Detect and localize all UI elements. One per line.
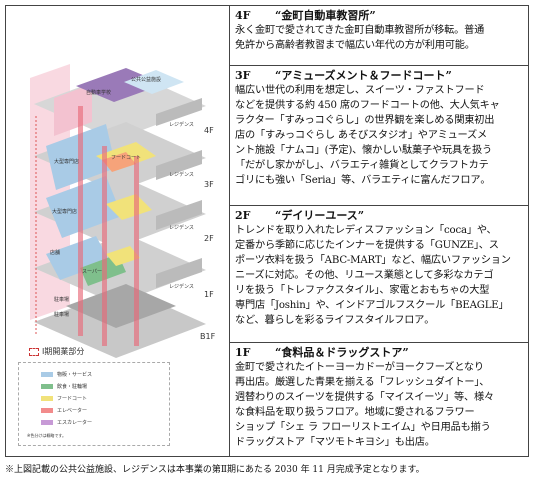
floor-heading: 3F“アミューズメント＆フードコート” (235, 69, 452, 82)
legend-item: 物販・サービス (41, 371, 92, 378)
column-divider (229, 6, 230, 456)
footnote: ※上図記載の公共公益施設、レジデンスは本事業の第Ⅱ期にあたる 2030 年 11… (5, 465, 425, 475)
room-label: 駐車場 (54, 297, 70, 303)
room-label: レジデンス (169, 225, 194, 231)
floor-heading: 2F“デイリーユース” (235, 209, 365, 222)
room-label: 公共公益施設 (131, 77, 162, 83)
room-label: 自動車学校 (86, 90, 112, 96)
legend: 物販・サービス 飲食・駐輪場 フードコート エレベーター エスカレーター ※色分… (18, 362, 170, 446)
floor-section-2f: 2F“デイリーユース” トレンドを取り入れたレディスファッション「coca」や、… (230, 206, 528, 343)
floor-label-2f: 2F (204, 234, 214, 243)
legend-note: ※色分けは概略です。 (27, 433, 66, 438)
floor-description: 永く金町で愛されてきた金町自動車教習所が移転。普通 免許から高齢者教習まで幅広い… (235, 25, 485, 51)
room-label: レジデンス (169, 284, 194, 290)
floor-label-1f: 1F (204, 290, 214, 299)
floor-section-4f: 4F“金町自動車教習所” 永く金町で愛されてきた金町自動車教習所が移転。普通 免… (230, 6, 528, 66)
legend-item: エスカレーター (41, 419, 92, 426)
floor-diagram: 自動車学校 公共公益施設 レジデンス 大型専門店 フードコート レジデンス 大型… (6, 6, 229, 456)
floor-section-3f: 3F“アミューズメント＆フードコート” 幅広い世代の利用を想定し、スイーツ・ファ… (230, 66, 528, 206)
phase-label: Ⅰ期開業部分 (29, 346, 84, 357)
room-label: 駐車場 (54, 312, 70, 318)
room-label: 大型専門店 (52, 209, 78, 215)
building-isometric-illustration (30, 64, 206, 358)
legend-item: エレベーター (41, 407, 87, 414)
room-label: レジデンス (169, 122, 194, 128)
room-label: スーパー (82, 269, 102, 275)
room-label: 店舗 (50, 250, 61, 256)
floor-descriptions: 4F“金町自動車教習所” 永く金町で愛されてきた金町自動車教習所が移転。普通 免… (230, 6, 528, 456)
legend-item: フードコート (41, 395, 87, 402)
room-label: フードコート (111, 155, 142, 161)
info-table: 自動車学校 公共公益施設 レジデンス 大型専門店 フードコート レジデンス 大型… (5, 5, 529, 457)
legend-item: 飲食・駐輪場 (41, 383, 87, 390)
floor-section-1f: 1F“食料品＆ドラッグストア” 金町で愛されたイトーヨーカドーがヨークフーズとな… (230, 343, 528, 458)
room-label: 大型専門店 (54, 159, 80, 165)
floor-description: 金町で愛されたイトーヨーカドーがヨークフーズとなり 再出店。厳選した青果を揃える… (235, 362, 494, 448)
floor-heading: 4F“金町自動車教習所” (235, 9, 376, 22)
room-label: レジデンス (169, 172, 194, 178)
floor-description: トレンドを取り入れたレディスファッション「coca」や、 定番から季節に応じたイ… (235, 225, 511, 326)
floor-label-4f: 4F (204, 126, 214, 135)
floor-label-b1f: B1F (200, 332, 216, 341)
floor-label-3f: 3F (204, 180, 214, 189)
floor-heading: 1F“食料品＆ドラッグストア” (235, 346, 409, 359)
floor-description: 幅広い世代の利用を想定し、スイーツ・ファストフード などを提供する約 450 席… (235, 85, 500, 186)
public-facility-area (124, 70, 184, 94)
